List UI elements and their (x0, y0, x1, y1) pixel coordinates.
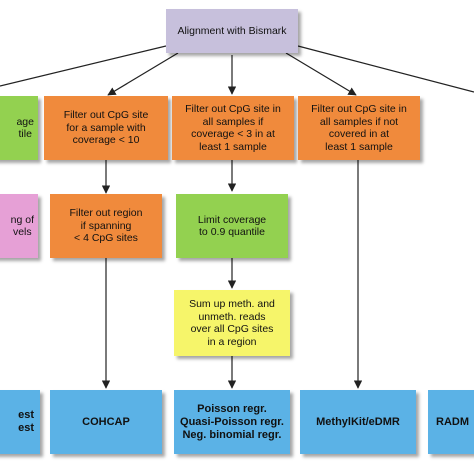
node-limit-coverage: Limit coverage to 0.9 quantile (176, 194, 288, 258)
node-alignment-with-bismark: Alignment with Bismark (166, 9, 298, 53)
node-filter-not-covered: Filter out CpG site in all samples if no… (298, 96, 420, 160)
node-method-radmeth: RADM (428, 390, 474, 454)
node-method-methylkit: MethylKit/eDMR (300, 390, 416, 454)
arrow-root-to-filter-coverage-10 (107, 52, 179, 96)
arrow-root-to-filter-not-covered (285, 52, 357, 96)
node-left-partial-pink: ng of vels (0, 194, 38, 258)
node-filter-region: Filter out region if spanning < 4 CpG si… (50, 194, 162, 258)
node-method-cohcap: COHCAP (50, 390, 162, 454)
arrow-root-to-left (0, 45, 167, 87)
node-filter-coverage-3: Filter out CpG site in all samples if co… (172, 96, 294, 160)
node-left-partial-green-1: age tile (0, 96, 38, 160)
node-filter-coverage-10: Filter out CpG site for a sample with co… (44, 96, 168, 160)
node-method-poisson: Poisson regr. Quasi-Poisson regr. Neg. b… (174, 390, 290, 454)
arrow-root-to-right (297, 45, 474, 93)
node-method-partial-left: est est (0, 390, 40, 454)
node-sum-up-reads: Sum up meth. and unmeth. reads over all … (174, 290, 290, 356)
